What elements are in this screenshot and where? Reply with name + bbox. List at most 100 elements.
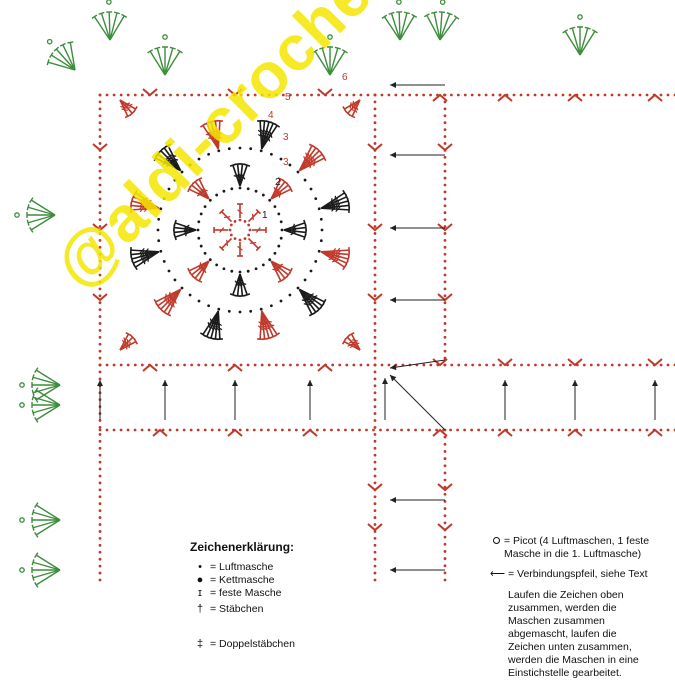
chain-dot [227,147,231,151]
chain-dot [119,428,123,432]
stitch-bar [309,161,312,169]
chain-dot [259,307,263,311]
v-stitch [647,358,663,367]
arrow-head [502,380,508,386]
chain-dot [443,169,447,173]
instruction-paragraph: Laufen die Zeichen oben zusammen, werden… [508,589,639,680]
edge-stitch [32,519,61,529]
chain-dot [443,322,447,325]
stitch-bar [251,213,254,221]
chain-dot [443,176,447,180]
stitch-bar [213,129,220,135]
round-number: 4 [268,110,274,121]
chain-dot [443,578,447,582]
chain-dot [173,278,177,282]
chain-dot [484,93,488,97]
chain-dot [296,286,300,290]
stitch-bar [335,250,341,257]
stitch [202,310,219,335]
chain-dot [338,363,342,367]
v-stitch [497,93,513,102]
chain-dot [624,363,628,367]
chain-dot [443,100,447,104]
stitch-bar [303,303,311,306]
edge-stitch-top [34,552,39,559]
chain-dot [422,93,426,97]
chain-dot [373,509,377,513]
chain-dot [140,428,144,432]
chain-dot [133,428,137,432]
chain-dot [443,183,447,187]
arrow-head [390,225,396,231]
chain-dot [98,100,102,104]
chain-dot [287,428,291,432]
stitch-bar [257,129,264,135]
chain-dot [352,93,356,97]
stitch [298,289,313,315]
legend-item-treble: ‡ = Doppelstäbchen [190,638,295,650]
arrow-note-text: = Verbindungspfeil, siehe Text [507,568,648,580]
chain-dot [98,162,102,166]
chain-dot [561,93,565,97]
chain-dot [98,232,102,235]
chain-dot [207,152,211,156]
arrow-head [390,567,396,573]
stitch-bar [309,297,317,301]
edge-stitch-top [154,46,161,50]
v-stitch [367,523,383,532]
legend-item-single: ɪ = feste Masche [190,587,281,599]
chain-dot [373,460,377,464]
chain-dot [98,114,102,118]
edge-stitch [35,519,61,536]
chain-dot [443,478,447,482]
stitch-bar [167,298,170,305]
chain-dot [112,428,116,432]
chain-dot [443,571,447,575]
chain-dot [645,93,649,97]
chain-dot [180,170,184,174]
chain-dot [98,225,102,228]
chain-dot [415,93,419,97]
chain-dot [603,363,607,367]
chain-dot [379,428,382,432]
edge-stitch [439,16,458,41]
chain-dot [156,228,160,232]
chain-dot [345,93,349,97]
chain-dot [246,93,250,97]
stitch-bar [331,259,339,263]
chain-dot [373,135,377,138]
chain-dot [666,363,670,367]
chain-dot [443,485,447,489]
edge-stitch-top [31,374,35,381]
slip-stitch-icon: ● [196,574,204,586]
chain-dot [631,363,635,367]
chain-dot [303,278,307,282]
stitch [347,99,361,114]
chain-dot [638,93,642,97]
edge-stitch-top [423,13,430,18]
chain-dot [414,428,417,432]
chain-dot [373,176,377,180]
chain-dot [281,363,285,367]
chain-dot [408,93,412,97]
chain-dot [443,218,447,222]
stitch-top [322,154,327,162]
chain-dot [274,363,278,367]
stitch [270,188,292,200]
chain-dot [225,93,229,97]
chain-dot [443,142,447,145]
chain-dot [322,428,326,432]
chain-dot [253,93,257,97]
chain-dot [267,363,271,367]
edge-stitch [100,13,111,41]
chain-dot [190,93,194,97]
chain-dot [239,363,243,367]
chain-dot [387,93,391,97]
stitch [236,164,241,187]
chain-dot [443,155,447,159]
chain-dot [513,363,516,367]
chain-dot [548,363,551,367]
stitch [283,222,306,231]
chain-dot [449,428,453,432]
edge-stitch-top [591,29,598,34]
